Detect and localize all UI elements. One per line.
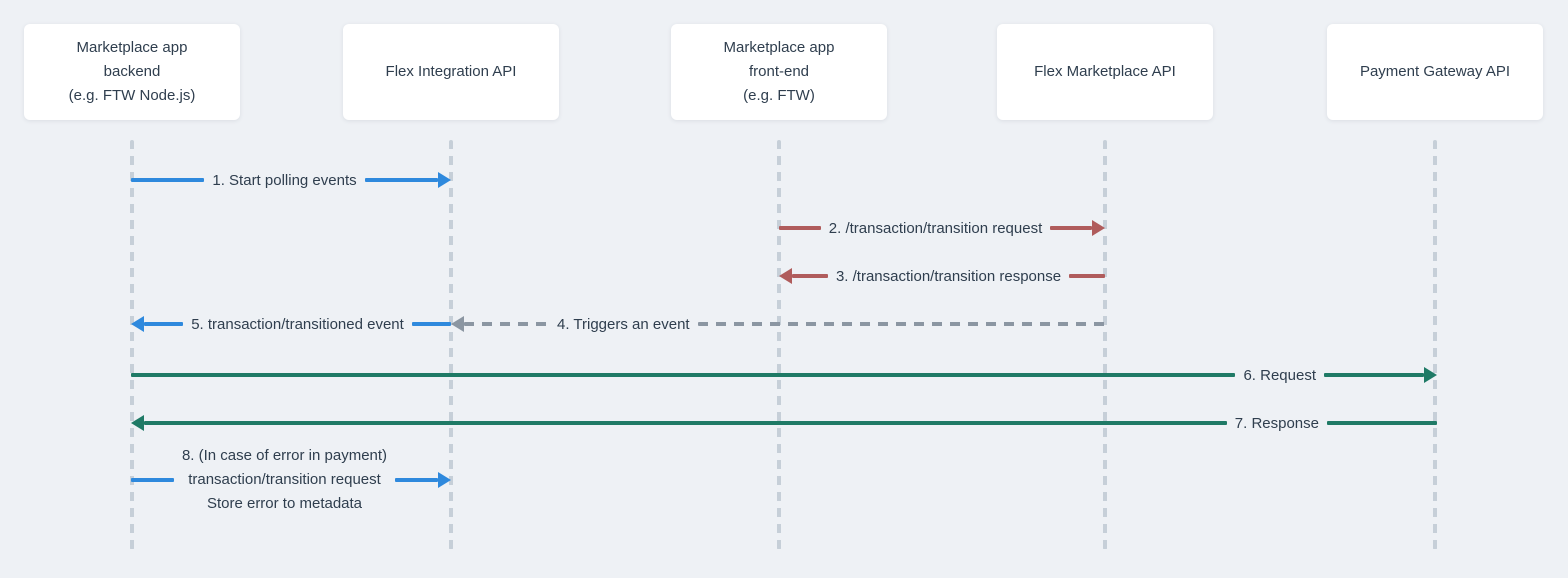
message-4: 4. Triggers an event	[451, 308, 1105, 340]
message-line	[464, 322, 549, 326]
lifeline-backend	[130, 140, 134, 550]
actor-label: (e.g. FTW)	[743, 87, 815, 104]
message-label-line: 8. (In case of error in payment)	[181, 447, 388, 464]
message-6: 6. Request	[131, 359, 1437, 391]
arrowhead-left-icon	[131, 316, 144, 332]
message-line	[131, 373, 1236, 377]
message-line	[1324, 373, 1424, 377]
message-label: 1. Start polling events	[212, 171, 357, 189]
actor-label: front-end	[748, 63, 810, 80]
actor-box-flex-integration-api: Flex Integration API	[343, 24, 559, 120]
actor-label: backend	[103, 63, 161, 80]
message-line	[1327, 421, 1437, 425]
actor-box-frontend: Marketplace app front-end (e.g. FTW)	[671, 24, 887, 120]
actor-label: (e.g. FTW Node.js)	[68, 87, 196, 104]
message-label: 5. transaction/transitioned event	[191, 315, 404, 333]
message-label-line: transaction/transition request	[188, 471, 381, 488]
actor-label: Marketplace app	[723, 39, 835, 56]
message-line	[792, 274, 828, 278]
actor-box-payment-gateway-api: Payment Gateway API	[1327, 24, 1543, 120]
message-line	[697, 322, 1105, 326]
message-label: 3. /transaction/transition response	[835, 267, 1062, 285]
message-5: 5. transaction/transitioned event	[131, 308, 452, 340]
message-2: 2. /transaction/transition request	[779, 212, 1106, 244]
lifeline-payment-gateway-api	[1433, 140, 1437, 550]
lifeline-flex-marketplace-api	[1103, 140, 1107, 550]
message-line	[1069, 274, 1105, 278]
actor-label: Payment Gateway API	[1359, 63, 1511, 80]
message-label: 7. Response	[1234, 414, 1319, 432]
message-label-line: Store error to metadata	[206, 495, 363, 512]
message-line	[364, 178, 439, 182]
message-line	[144, 421, 1227, 425]
arrowhead-left-icon	[451, 316, 464, 332]
message-line	[395, 478, 438, 482]
arrowhead-left-icon	[779, 268, 792, 284]
message-8: 8. (In case of error in payment) transac…	[131, 444, 451, 516]
actor-label: Flex Integration API	[385, 63, 517, 80]
message-line	[131, 178, 205, 182]
message-label: 4. Triggers an event	[557, 315, 690, 333]
actor-box-backend: Marketplace app backend (e.g. FTW Node.j…	[24, 24, 240, 120]
message-line	[411, 322, 452, 326]
message-label: 2. /transaction/transition request	[828, 219, 1043, 237]
message-1: 1. Start polling events	[131, 164, 452, 196]
arrowhead-right-icon	[438, 472, 451, 488]
actor-box-flex-marketplace-api: Flex Marketplace API	[997, 24, 1213, 120]
message-line	[1050, 226, 1093, 230]
lifeline-flex-integration-api	[449, 140, 453, 550]
arrowhead-right-icon	[1092, 220, 1106, 236]
lifeline-frontend	[777, 140, 781, 550]
message-line	[779, 226, 821, 230]
message-line	[131, 478, 174, 482]
actor-label: Marketplace app	[76, 39, 188, 56]
message-7: 7. Response	[131, 407, 1437, 439]
arrowhead-left-icon	[131, 415, 144, 431]
message-3: 3. /transaction/transition response	[779, 260, 1105, 292]
message-label: 6. Request	[1243, 366, 1316, 384]
message-label: 8. (In case of error in payment) transac…	[174, 444, 395, 516]
arrowhead-right-icon	[438, 172, 452, 188]
message-line	[144, 322, 184, 326]
actor-label: Flex Marketplace API	[1034, 63, 1176, 80]
arrowhead-right-icon	[1424, 367, 1437, 383]
